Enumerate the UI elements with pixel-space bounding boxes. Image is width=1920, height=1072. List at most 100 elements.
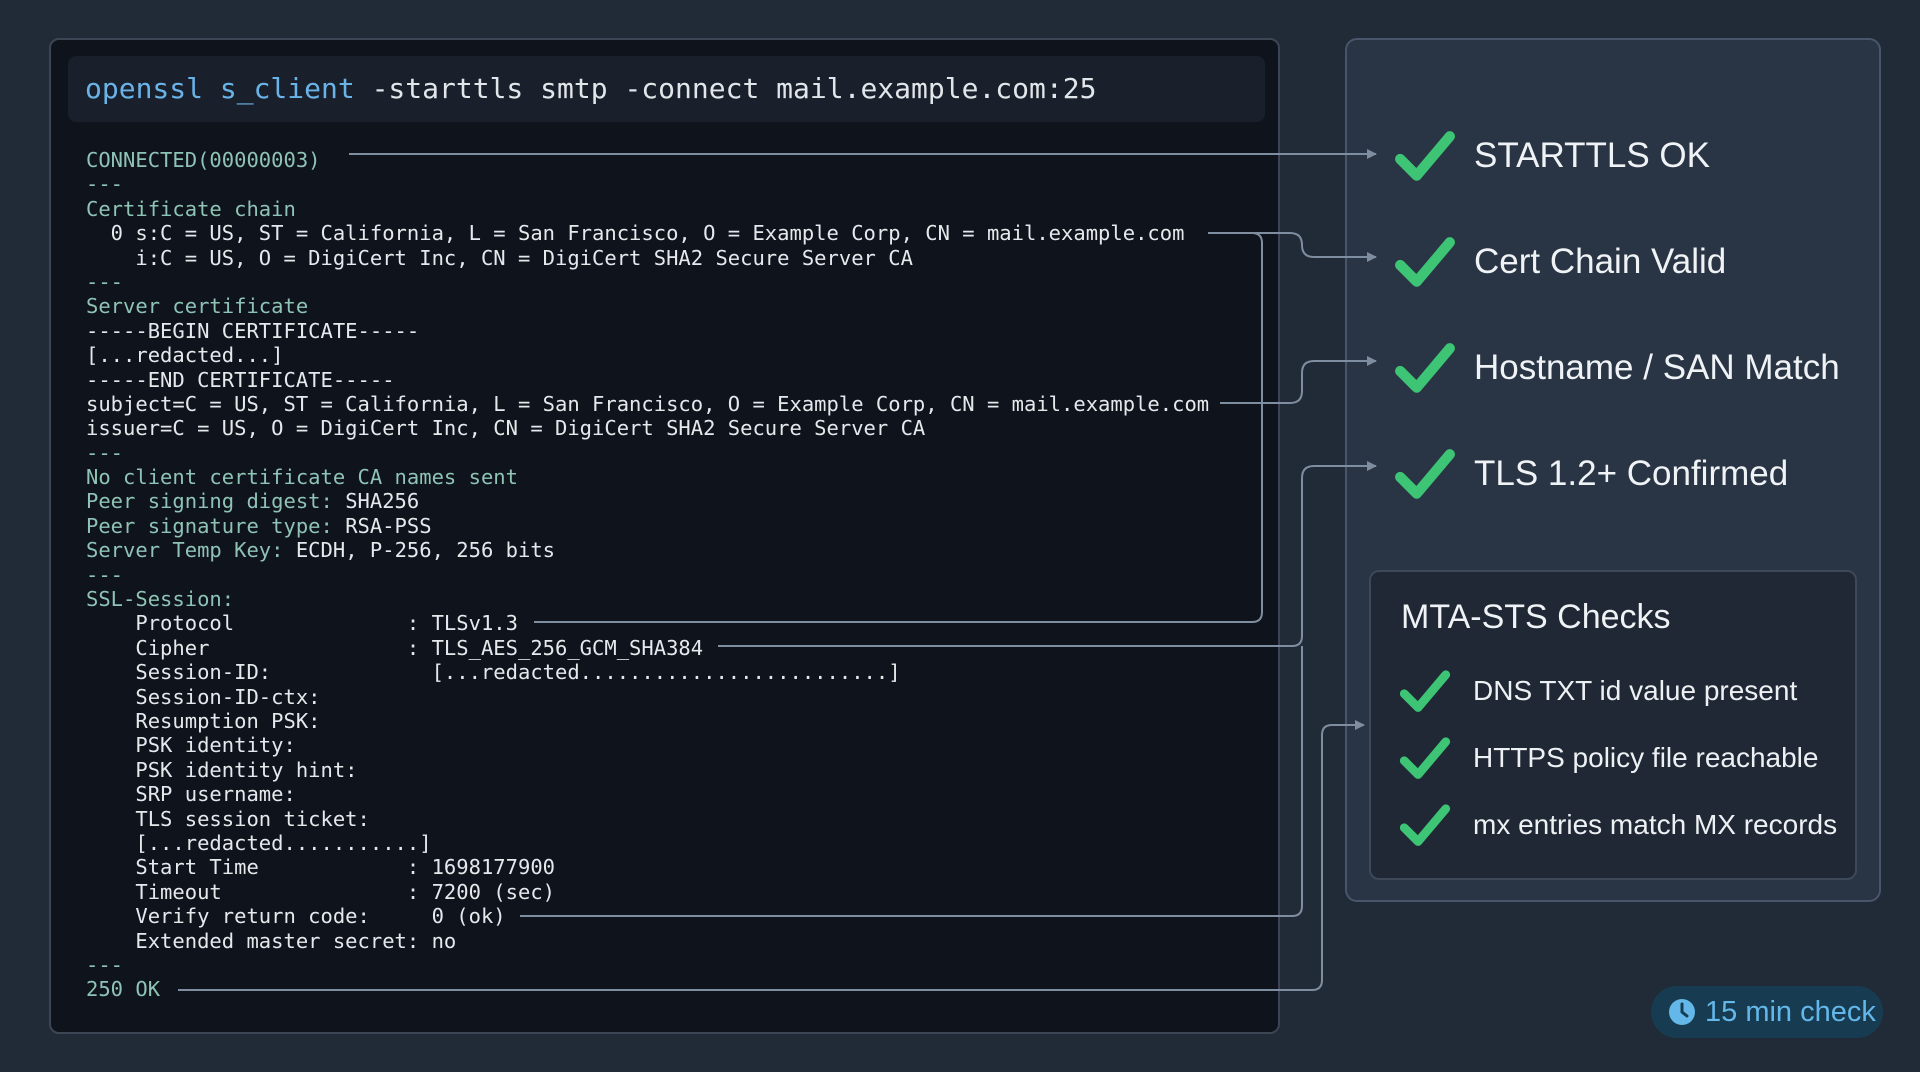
output-value: SRP username:: [86, 782, 296, 807]
output-line: -----BEGIN CERTIFICATE-----: [86, 319, 1209, 343]
check-label: Cert Chain Valid: [1474, 242, 1727, 281]
output-value: 0 s:C = US, ST = California, L = San Fra…: [86, 221, 1185, 246]
output-line: Verify return code: 0 (ok): [86, 904, 1209, 928]
command-args: -starttls smtp -connect mail.example.com…: [354, 72, 1097, 105]
output-value: -----BEGIN CERTIFICATE-----: [86, 318, 420, 343]
output-line: PSK identity:: [86, 733, 1209, 757]
output-value: i:C = US, O = DigiCert Inc, CN = DigiCer…: [86, 245, 913, 270]
output-value: SHA256: [345, 489, 420, 514]
output-key: CONNECTED(00000003): [86, 148, 321, 172]
output-line: Peer signing digest: SHA256: [86, 489, 1209, 513]
output-value: [...redacted...]: [86, 343, 284, 368]
output-value: Extended master secret: no: [86, 928, 457, 953]
output-line: Extended master secret: no: [86, 929, 1209, 953]
check-label: STARTTLS OK: [1474, 136, 1710, 175]
output-line: Server Temp Key: ECDH, P-256, 256 bits: [86, 538, 1209, 562]
output-value: ECDH, P-256, 256 bits: [295, 538, 556, 563]
check-icon: [1395, 131, 1455, 181]
output-key: ---: [86, 269, 124, 294]
output-key: SSL-Session:: [86, 587, 235, 612]
mta-check-label: HTTPS policy file reachable: [1473, 742, 1819, 773]
output-line: 250 OK: [86, 977, 1209, 1001]
output-line: Timeout : 7200 (sec): [86, 880, 1209, 904]
check-icon: [1399, 737, 1451, 779]
output-line: 0 s:C = US, ST = California, L = San Fra…: [86, 221, 1209, 245]
check-item: TLS 1.2+ Confirmed: [1347, 444, 1879, 504]
output-line: Certificate chain: [86, 197, 1209, 221]
mta-check-item: DNS TXT id value present: [1371, 666, 1855, 716]
output-value: PSK identity:: [86, 733, 296, 758]
mta-check-item: HTTPS policy file reachable: [1371, 733, 1855, 783]
output-line: CONNECTED(00000003): [86, 148, 1209, 172]
clock-icon: [1669, 999, 1695, 1025]
output-line: ---: [86, 953, 1209, 977]
output-key: Server Temp Key:: [86, 538, 296, 563]
mta-check-label: mx entries match MX records: [1473, 809, 1838, 840]
output-line: ---: [86, 563, 1209, 587]
mta-check-label: DNS TXT id value present: [1473, 675, 1798, 706]
check-icon: [1399, 804, 1451, 846]
check-icon: [1395, 343, 1455, 393]
output-value: Timeout : 7200 (sec): [86, 879, 555, 904]
output-key: ---: [86, 562, 124, 587]
output-line: Cipher : TLS_AES_256_GCM_SHA384: [86, 636, 1209, 660]
output-key: ---: [86, 172, 124, 197]
output-value: TLS session ticket:: [86, 806, 370, 831]
output-line: Server certificate: [86, 294, 1209, 318]
timer-badge-label: 15 min check: [1705, 996, 1876, 1028]
output-key: ---: [86, 440, 124, 465]
output-line: ---: [86, 441, 1209, 465]
output-value: Start Time : 1698177900: [86, 855, 555, 880]
output-line: SRP username:: [86, 782, 1209, 806]
output-line: issuer=C = US, O = DigiCert Inc, CN = Di…: [86, 416, 1209, 440]
output-value: Resumption PSK:: [86, 708, 321, 733]
check-label: Hostname / SAN Match: [1474, 348, 1840, 387]
terminal-window: openssl s_client -starttls smtp -connect…: [49, 38, 1280, 1034]
timer-badge: 15 min check: [1651, 986, 1883, 1038]
output-value: subject=C = US, ST = California, L = San…: [86, 391, 1210, 416]
output-value: Session-ID: [...redacted................…: [86, 660, 901, 685]
output-line: Resumption PSK:: [86, 709, 1209, 733]
output-line: Session-ID: [...redacted................…: [86, 660, 1209, 684]
output-line: [...redacted...........]: [86, 831, 1209, 855]
output-line: ---: [86, 270, 1209, 294]
output-line: ---: [86, 172, 1209, 196]
output-key: Certificate chain: [86, 196, 296, 221]
check-icon: [1395, 449, 1455, 499]
output-value: Protocol : TLSv1.3: [86, 611, 518, 636]
output-value: RSA-PSS: [345, 513, 432, 538]
check-item: Cert Chain Valid: [1347, 232, 1879, 292]
output-key: ---: [86, 952, 124, 977]
output-line: PSK identity hint:: [86, 758, 1209, 782]
output-line: Protocol : TLSv1.3: [86, 611, 1209, 635]
mta-check-item: mx entries match MX records: [1371, 800, 1855, 850]
output-key: Peer signing digest:: [86, 489, 346, 514]
output-line: Peer signature type: RSA-PSS: [86, 514, 1209, 538]
output-key: Peer signature type:: [86, 513, 346, 538]
command-line: openssl s_client -starttls smtp -connect…: [68, 56, 1265, 122]
mta-sts-title: MTA-STS Checks: [1401, 598, 1671, 636]
output-value: issuer=C = US, O = DigiCert Inc, CN = Di…: [86, 416, 926, 441]
output-line: TLS session ticket:: [86, 807, 1209, 831]
check-item: STARTTLS OK: [1347, 126, 1879, 186]
check-icon: [1399, 670, 1451, 712]
output-value: Session-ID-ctx:: [86, 684, 321, 709]
output-line: i:C = US, O = DigiCert Inc, CN = DigiCer…: [86, 246, 1209, 270]
output-line: Start Time : 1698177900: [86, 855, 1209, 879]
command-program: openssl s_client: [85, 72, 355, 105]
output-value: -----END CERTIFICATE-----: [86, 367, 395, 392]
output-line: Session-ID-ctx:: [86, 685, 1209, 709]
output-key: Server certificate: [86, 294, 309, 319]
check-item: Hostname / SAN Match: [1347, 338, 1879, 398]
terminal-output: CONNECTED(00000003)---Certificate chain …: [86, 148, 1209, 1002]
output-value: PSK identity hint:: [86, 757, 358, 782]
output-line: SSL-Session:: [86, 587, 1209, 611]
output-line: subject=C = US, ST = California, L = San…: [86, 392, 1209, 416]
output-key: No client certificate CA names sent: [86, 465, 518, 490]
output-line: No client certificate CA names sent: [86, 465, 1209, 489]
output-line: [...redacted...]: [86, 343, 1209, 367]
output-line: -----END CERTIFICATE-----: [86, 368, 1209, 392]
output-key: 250 OK: [86, 977, 161, 1002]
check-label: TLS 1.2+ Confirmed: [1474, 454, 1789, 493]
